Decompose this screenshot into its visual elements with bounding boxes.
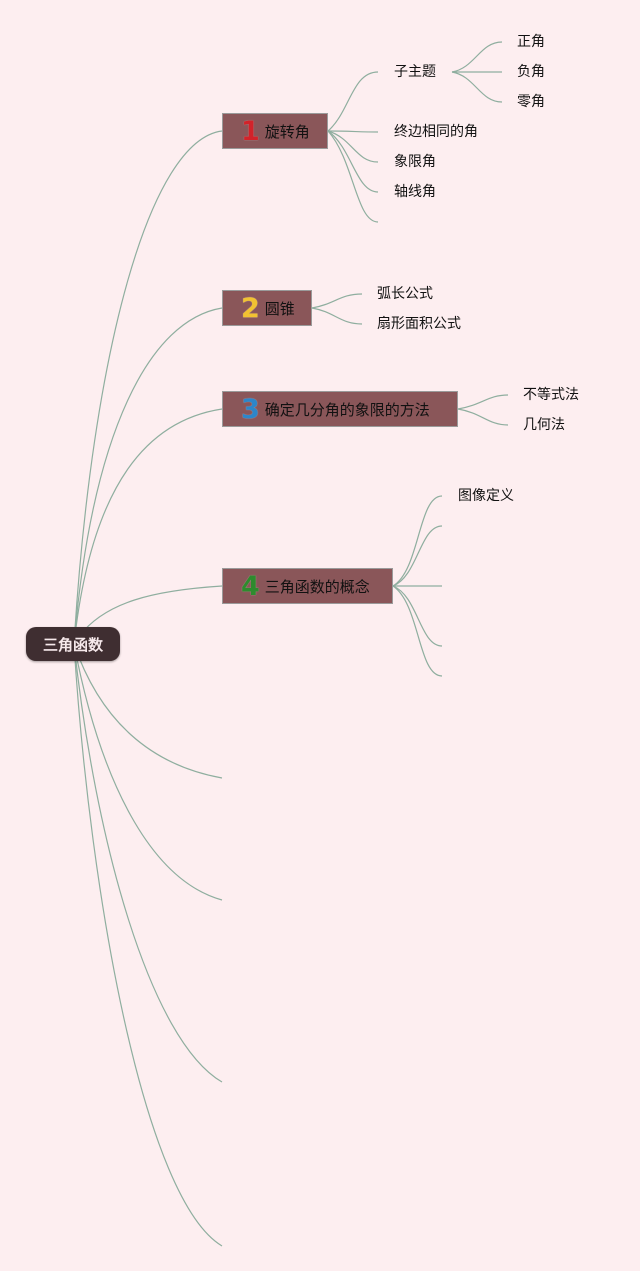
connector-b2-c1 (311, 293, 363, 309)
connector-b3-c2 (457, 408, 509, 426)
connector-b4-c2 (392, 525, 443, 587)
connector-sub-c1 (451, 41, 503, 73)
leaf-sub-topic[interactable]: 子主题 (394, 64, 436, 80)
connector-b4-c5 (392, 585, 443, 677)
connector-b3-c1 (457, 394, 509, 410)
connector-b1-c4 (327, 130, 379, 193)
branch-2-label: 圆锥 (264, 299, 295, 318)
connector-root-branch-3 (73, 408, 223, 645)
connector-b4-c1 (392, 495, 443, 587)
connector-root-empty-1 (73, 643, 223, 779)
branch-3-node[interactable]: 3 确定几分角的象限的方法 (222, 391, 458, 427)
branch-4-number: 4 (241, 570, 260, 602)
branch-4-label: 三角函数的概念 (264, 577, 370, 596)
leaf-negative-angle[interactable]: 负角 (517, 64, 545, 80)
branch-4-node[interactable]: 4 三角函数的概念 (222, 568, 393, 604)
leaf-quadrant-angle[interactable]: 象限角 (394, 154, 436, 170)
connector-b2-c2 (311, 307, 363, 325)
branch-2-number: 2 (241, 292, 260, 324)
connector-root-branch-1 (73, 130, 223, 645)
branch-1-label: 旋转角 (264, 122, 310, 141)
connector-b1-c1 (327, 71, 379, 132)
leaf-coterminal-angle[interactable]: 终边相同的角 (394, 124, 478, 140)
branch-2-node[interactable]: 2 圆锥 (222, 290, 312, 326)
leaf-arc-length[interactable]: 弧长公式 (377, 286, 433, 302)
leaf-inequality-method[interactable]: 不等式法 (523, 387, 579, 403)
leaf-geometric-method[interactable]: 几何法 (523, 417, 565, 433)
connector-b4-c4 (392, 585, 443, 647)
connector-root-empty-2 (73, 643, 223, 901)
branch-1-node[interactable]: 1 旋转角 (222, 113, 328, 149)
connector-b1-c3 (327, 130, 379, 163)
leaf-axis-angle[interactable]: 轴线角 (394, 184, 436, 200)
connector-sub-c3 (451, 71, 503, 103)
connector-root-branch-2 (73, 307, 223, 645)
connector-root-empty-3 (73, 643, 223, 1083)
root-node[interactable]: 三角函数 (26, 627, 120, 661)
leaf-positive-angle[interactable]: 正角 (517, 34, 545, 50)
root-label: 三角函数 (42, 635, 103, 654)
connector-root-empty-4 (73, 643, 223, 1247)
leaf-sector-area[interactable]: 扇形面积公式 (377, 316, 461, 332)
branch-3-number: 3 (241, 393, 260, 425)
connector-b1-c5 (327, 130, 379, 223)
connector-b1-c2 (327, 130, 379, 133)
branch-3-label: 确定几分角的象限的方法 (264, 400, 430, 419)
leaf-zero-angle[interactable]: 零角 (517, 94, 545, 110)
leaf-graph-definition[interactable]: 图像定义 (458, 488, 514, 504)
branch-1-number: 1 (241, 115, 260, 147)
